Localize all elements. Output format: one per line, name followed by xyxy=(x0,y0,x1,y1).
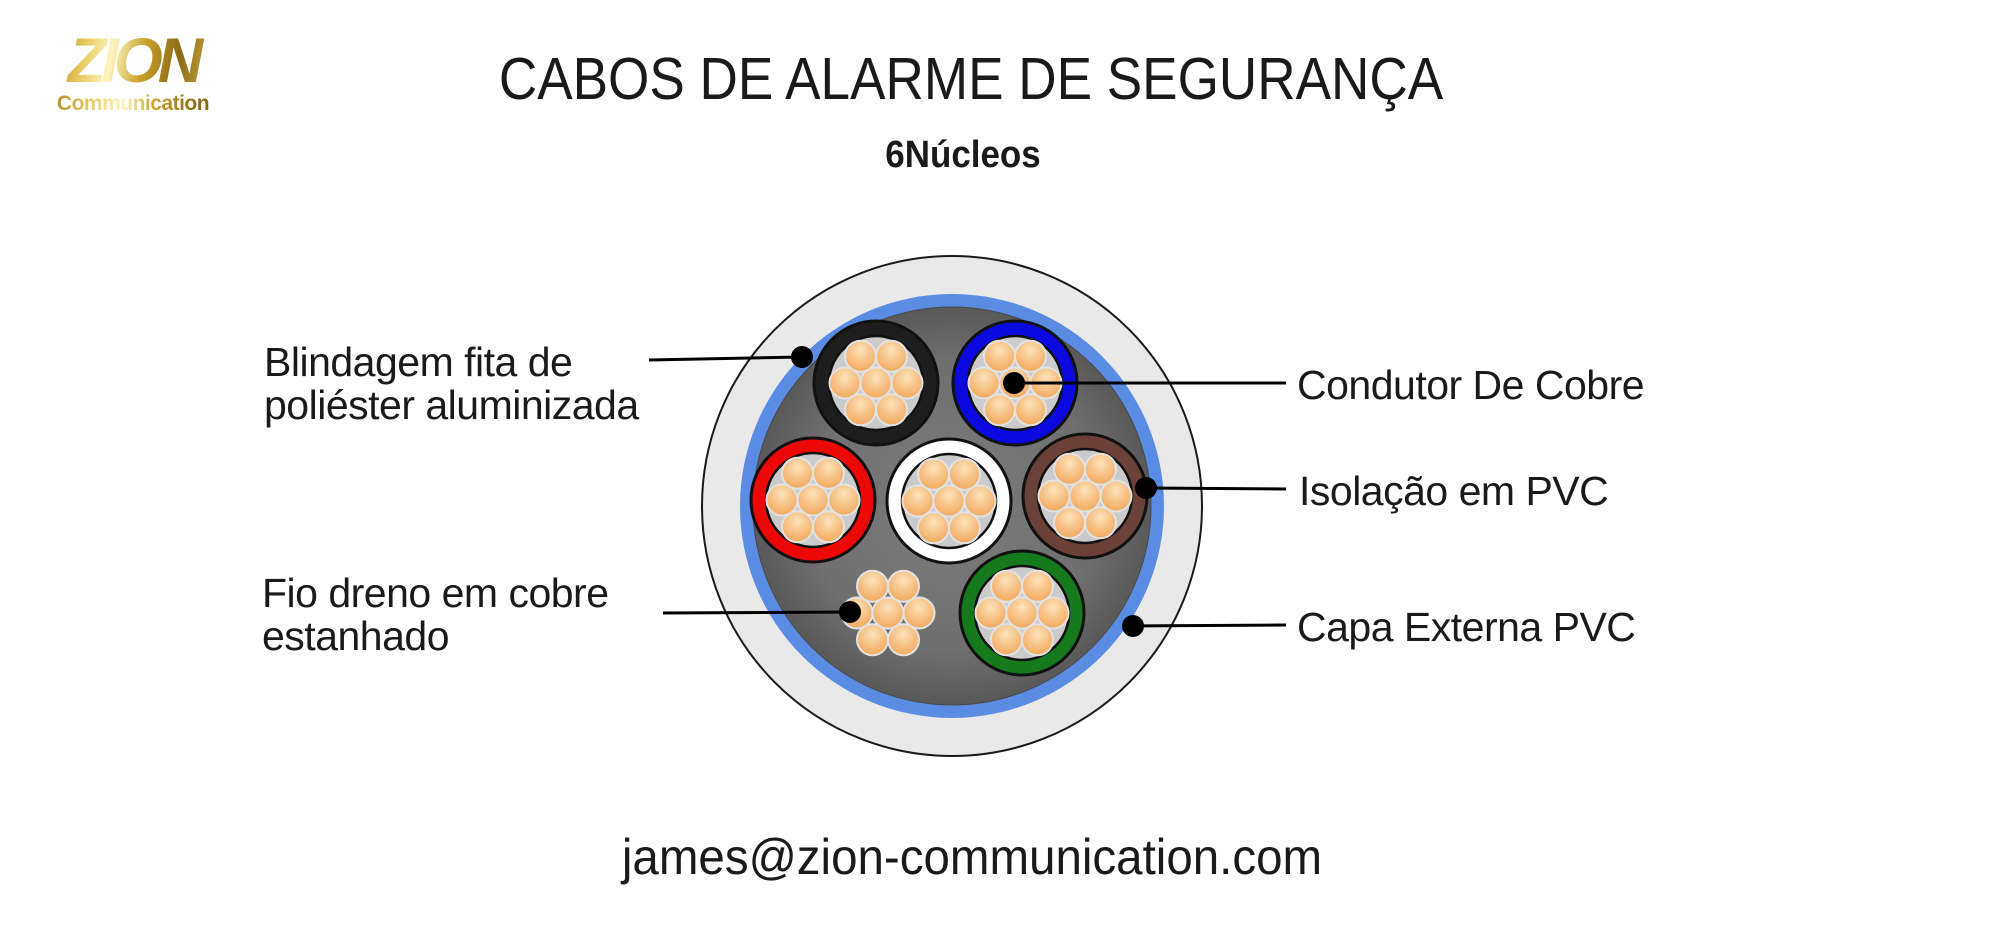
copper-strand xyxy=(859,366,893,400)
label-copper-conductor: Condutor De Cobre xyxy=(1297,362,1645,408)
copper-strand xyxy=(1099,479,1133,513)
label-shield-tape-line2: poliéster aluminizada xyxy=(264,382,639,428)
copper-strand xyxy=(1014,339,1047,373)
copper-strand xyxy=(932,484,966,518)
callout-dot xyxy=(839,601,861,623)
copper-strand xyxy=(887,623,920,657)
label-drain-wire-line1: Fio dreno em cobre xyxy=(262,570,609,616)
callout-line xyxy=(1132,623,1287,628)
copper-strand xyxy=(890,366,924,400)
copper-strand xyxy=(844,393,877,427)
label-pvc-outer-jacket: Capa Externa PVC xyxy=(1297,604,1636,650)
copper-strand xyxy=(796,483,830,517)
copper-strand xyxy=(967,366,1001,400)
core-blue xyxy=(951,319,1079,447)
label-shield-tape: Blindagem fita de poliéster aluminizada xyxy=(264,341,639,427)
copper-strand xyxy=(1014,393,1047,427)
page-subtitle: 6Núcleos xyxy=(885,134,1041,176)
brand-logo: ZION Communication xyxy=(44,30,222,115)
core-white xyxy=(885,437,1013,565)
core-green xyxy=(958,549,1086,677)
copper-strand xyxy=(887,569,920,603)
label-drain-wire-line2: estanhado xyxy=(262,613,450,659)
contact-email: james@zion-communication.com xyxy=(621,829,1323,885)
copper-strand xyxy=(1037,479,1071,513)
callout-line xyxy=(648,355,803,362)
copper-strand xyxy=(812,510,845,544)
copper-strand xyxy=(917,511,950,545)
copper-strand xyxy=(856,569,889,603)
copper-strand xyxy=(827,483,861,517)
copper-strand xyxy=(1084,506,1117,540)
copper-strand xyxy=(1005,596,1039,630)
copper-strand xyxy=(990,569,1023,603)
core-brown xyxy=(1021,432,1149,560)
label-shield-tape-line1: Blindagem fita de xyxy=(264,339,573,385)
copper-strand xyxy=(963,484,997,518)
callout-line xyxy=(662,610,851,615)
callout-dot xyxy=(791,346,813,368)
copper-strand xyxy=(901,484,935,518)
core-red xyxy=(749,436,877,564)
copper-strand xyxy=(1068,479,1102,513)
copper-strand xyxy=(974,596,1008,630)
copper-strand xyxy=(871,596,905,630)
copper-strand xyxy=(983,339,1016,373)
copper-strand xyxy=(1084,452,1117,486)
copper-strand xyxy=(1053,452,1086,486)
core-black xyxy=(812,319,940,447)
copper-strand xyxy=(1021,569,1054,603)
copper-strand xyxy=(948,511,981,545)
copper-strand xyxy=(844,339,877,373)
callout-dot xyxy=(1003,372,1025,394)
label-pvc-insulation: Isolação em PVC xyxy=(1299,468,1609,514)
page-title: CABOS DE ALARME DE SEGURANÇA xyxy=(498,46,1444,112)
label-drain-wire: Fio dreno em cobre estanhado xyxy=(262,572,609,658)
copper-strand xyxy=(1021,623,1054,657)
copper-strand xyxy=(812,456,845,490)
copper-strand xyxy=(917,457,950,491)
copper-strand xyxy=(902,596,936,630)
copper-strand xyxy=(990,623,1023,657)
copper-strand xyxy=(1036,596,1070,630)
copper-strand xyxy=(875,393,908,427)
copper-strand xyxy=(1053,506,1086,540)
copper-strand xyxy=(948,457,981,491)
copper-strand xyxy=(983,393,1016,427)
copper-strand xyxy=(828,366,862,400)
copper-strand xyxy=(781,510,814,544)
copper-strand xyxy=(781,456,814,490)
copper-strand xyxy=(875,339,908,373)
copper-strand xyxy=(765,483,799,517)
brand-logo-subtext: Communication xyxy=(44,93,222,114)
callout-dot xyxy=(1135,477,1157,499)
brand-logo-text: ZION xyxy=(44,30,222,93)
callout-dot xyxy=(1122,615,1144,637)
callout-line xyxy=(1145,486,1287,491)
copper-strand xyxy=(856,623,889,657)
